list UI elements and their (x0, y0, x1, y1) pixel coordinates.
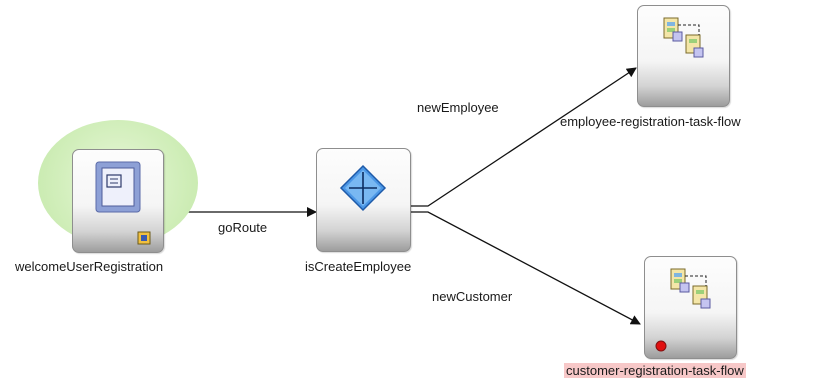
task-flow-call-node-customer[interactable] (644, 256, 737, 359)
node-label-customer-registration-task-flow: customer-registration-task-flow (564, 363, 746, 378)
view-node-welcomeuserregistration[interactable] (72, 149, 164, 253)
edge-label-goroute: goRoute (218, 220, 268, 235)
task-flow-call-node-employee[interactable] (637, 5, 730, 107)
edge-newcustomer[interactable] (410, 211, 641, 325)
router-diamond-icon (339, 164, 387, 212)
node-label-welcomeuserregistration: welcomeUserRegistration (15, 259, 164, 274)
task-flow-icon (655, 268, 711, 352)
router-node-iscreateemployee[interactable] (316, 148, 411, 252)
edge-newemployee[interactable] (410, 67, 637, 207)
view-page-icon (95, 161, 151, 245)
node-label-employee-registration-task-flow: employee-registration-task-flow (560, 114, 741, 129)
edge-label-newcustomer: newCustomer (432, 289, 513, 304)
node-label-iscreateemployee: isCreateEmployee (305, 259, 412, 274)
task-flow-icon (663, 17, 704, 58)
bookmark-marker-icon (137, 231, 151, 245)
edge-label-newemployee: newEmployee (417, 100, 499, 115)
error-dot-icon (655, 340, 667, 352)
